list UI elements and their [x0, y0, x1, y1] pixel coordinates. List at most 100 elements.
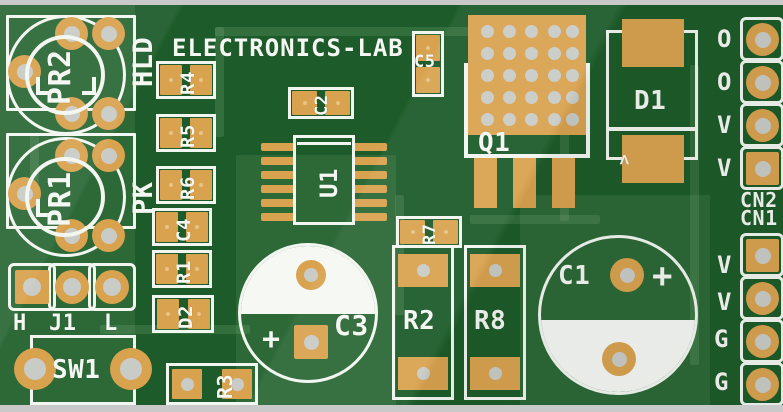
sw1-pad-2[interactable]	[110, 348, 152, 390]
r2-outline	[392, 245, 454, 400]
cn-pin-3-label: V	[717, 111, 732, 139]
pr2-label: PR2	[43, 49, 78, 105]
trace-bottom	[100, 325, 250, 334]
u1-pin-left-1[interactable]	[261, 143, 296, 151]
c5-pad-1-drill	[426, 46, 430, 50]
q1-via-3-5	[566, 69, 579, 82]
c1-pad-positive[interactable]	[610, 258, 644, 292]
pr2-marker2-v	[92, 77, 96, 95]
d1-cathode-marker: >	[614, 153, 635, 165]
u1-pin-right-2[interactable]	[352, 157, 387, 165]
pr1-pad-2[interactable]	[92, 139, 125, 172]
c5-label: C5	[414, 52, 436, 72]
c2-label: C2	[312, 94, 332, 116]
u1-pin-left-3[interactable]	[261, 171, 296, 179]
r5-pad-2-drill	[199, 131, 203, 135]
c3-pad-negative[interactable]	[296, 260, 326, 290]
cn-pin-8[interactable]	[746, 368, 779, 401]
d2-pad-2-drill	[197, 312, 201, 316]
q1-leg-2[interactable]	[513, 158, 536, 208]
q1-via-4-1	[481, 91, 494, 104]
d1-pad-cathode[interactable]	[622, 135, 684, 183]
q1-via-5-4	[548, 113, 561, 126]
pr2-marker-v	[36, 77, 40, 95]
pr1-adjust-circle	[25, 157, 105, 237]
sw1-pad-1[interactable]	[14, 348, 56, 390]
u1-pin-left-4[interactable]	[261, 185, 296, 193]
pr2-adjust-circle	[25, 35, 105, 115]
j1-pad-2[interactable]	[55, 270, 89, 304]
pr2-marker-h	[36, 91, 50, 95]
j1-label: J1	[49, 311, 77, 336]
pr2-pad-5[interactable]	[92, 97, 125, 130]
cn-pin-4[interactable]	[746, 152, 779, 185]
cn-pin-1[interactable]	[746, 23, 779, 56]
cn2-label: CN2	[740, 188, 778, 212]
cn-pin-7[interactable]	[746, 325, 779, 358]
u1-pin-left-5[interactable]	[261, 199, 296, 207]
u1-pin-right-4[interactable]	[352, 185, 387, 193]
q1-via-5-5	[566, 113, 579, 126]
cn-pin-3[interactable]	[746, 109, 779, 142]
cn-pin-8-label: G	[714, 368, 729, 396]
u1-pin-left-6[interactable]	[261, 213, 296, 221]
u1-pin-right-1[interactable]	[352, 143, 387, 151]
j1-pin-l-label: L	[104, 311, 118, 336]
r6-pad-1-drill	[169, 183, 173, 187]
r3-hole-2	[231, 378, 244, 391]
cn1-label: CN1	[740, 206, 778, 230]
c1-polarity-label: +	[652, 256, 673, 296]
r5-outline	[156, 114, 216, 152]
r8-outline	[464, 245, 526, 400]
q1-label: Q1	[478, 128, 511, 158]
r1-pad-2-drill	[195, 267, 199, 271]
c1-pad-negative[interactable]	[602, 342, 636, 376]
d1-pad-anode[interactable]	[622, 19, 684, 67]
r6-outline	[156, 166, 216, 204]
cn-pin-2-ring	[740, 60, 783, 104]
r8-hole-1	[489, 264, 502, 277]
cn-pin-5[interactable]	[746, 239, 779, 272]
cn-pin-2[interactable]	[746, 66, 779, 99]
r6-label: R6	[177, 176, 199, 200]
q1-via-2-1	[481, 47, 494, 60]
u1-pin-right-3[interactable]	[352, 171, 387, 179]
c2-pad-1-drill	[303, 101, 307, 105]
u1-pin-left-2[interactable]	[261, 157, 296, 165]
pr2-pad-2[interactable]	[92, 17, 125, 50]
sw1-label: SW1	[52, 355, 101, 385]
cn-pin-6-label: V	[717, 288, 732, 316]
r5-label: R5	[177, 124, 199, 148]
cn-pin-6-ring	[740, 276, 783, 320]
j1-pin-h-label: H	[13, 311, 27, 336]
q1-via-2-5	[566, 47, 579, 60]
hld-label: HLD	[128, 36, 159, 87]
q1-via-3-4	[548, 69, 561, 82]
j1-pad-1[interactable]	[15, 270, 49, 304]
pr1-pad-5[interactable]	[92, 219, 125, 252]
u1-pin-right-5[interactable]	[352, 199, 387, 207]
board-title: ELECTRONICS-LAB	[172, 34, 404, 62]
q1-outline-left	[464, 63, 468, 158]
u1-pin-right-6[interactable]	[352, 213, 387, 221]
d2-pad-1-drill	[166, 312, 170, 316]
q1-via-3-3	[525, 69, 538, 82]
q1-via-3-1	[481, 69, 494, 82]
cn-pin-1-label: O	[717, 25, 732, 53]
r7-label: R7	[420, 223, 440, 245]
cn-pin-6[interactable]	[746, 282, 779, 315]
q1-via-5-3	[525, 113, 538, 126]
q1-leg-1[interactable]	[474, 158, 497, 208]
q1-via-1-1	[481, 25, 494, 38]
j1-pad-1-ring	[8, 263, 56, 311]
r5-pad-1-drill	[169, 131, 173, 135]
j1-pad-3[interactable]	[95, 270, 129, 304]
q1-outline-right	[586, 63, 590, 158]
pr1-circle	[6, 137, 126, 257]
cn-pin-1-ring	[740, 17, 783, 61]
q1-leg-3[interactable]	[552, 158, 575, 208]
pr2-marker2-h	[82, 91, 96, 95]
c3-pad-positive[interactable]	[294, 325, 328, 359]
cn-pin-7-ring	[740, 319, 783, 363]
